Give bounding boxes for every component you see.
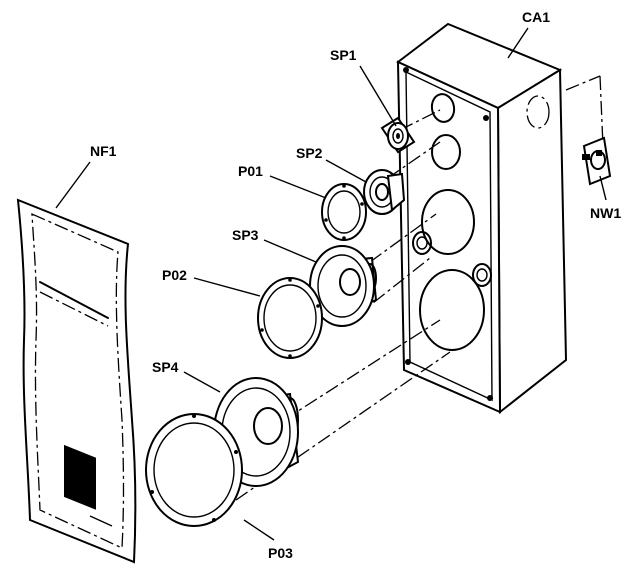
label-sp3: SP3 xyxy=(232,227,259,243)
label-sp1: SP1 xyxy=(330,47,357,63)
gasket-p03 xyxy=(145,413,243,527)
label-nf1: NF1 xyxy=(90,143,117,159)
tweeter-sp1 xyxy=(380,116,416,154)
label-p01: P01 xyxy=(238,163,263,179)
midrange-sp2 xyxy=(363,169,406,215)
gasket-p02 xyxy=(257,277,323,359)
woofer-sp3 xyxy=(309,245,378,327)
label-p03: P03 xyxy=(268,545,293,561)
terminal-nw1 xyxy=(582,136,612,186)
label-p02: P02 xyxy=(162,267,187,283)
label-ca1: CA1 xyxy=(522,9,550,25)
front-grille-nf1 xyxy=(16,198,137,564)
label-sp2: SP2 xyxy=(296,145,323,161)
gasket-p01 xyxy=(321,183,367,241)
label-sp4: SP4 xyxy=(152,359,179,375)
leader-lines xyxy=(55,27,607,541)
label-nw1: NW1 xyxy=(590,205,621,221)
cabinet-ca1 xyxy=(396,22,568,415)
